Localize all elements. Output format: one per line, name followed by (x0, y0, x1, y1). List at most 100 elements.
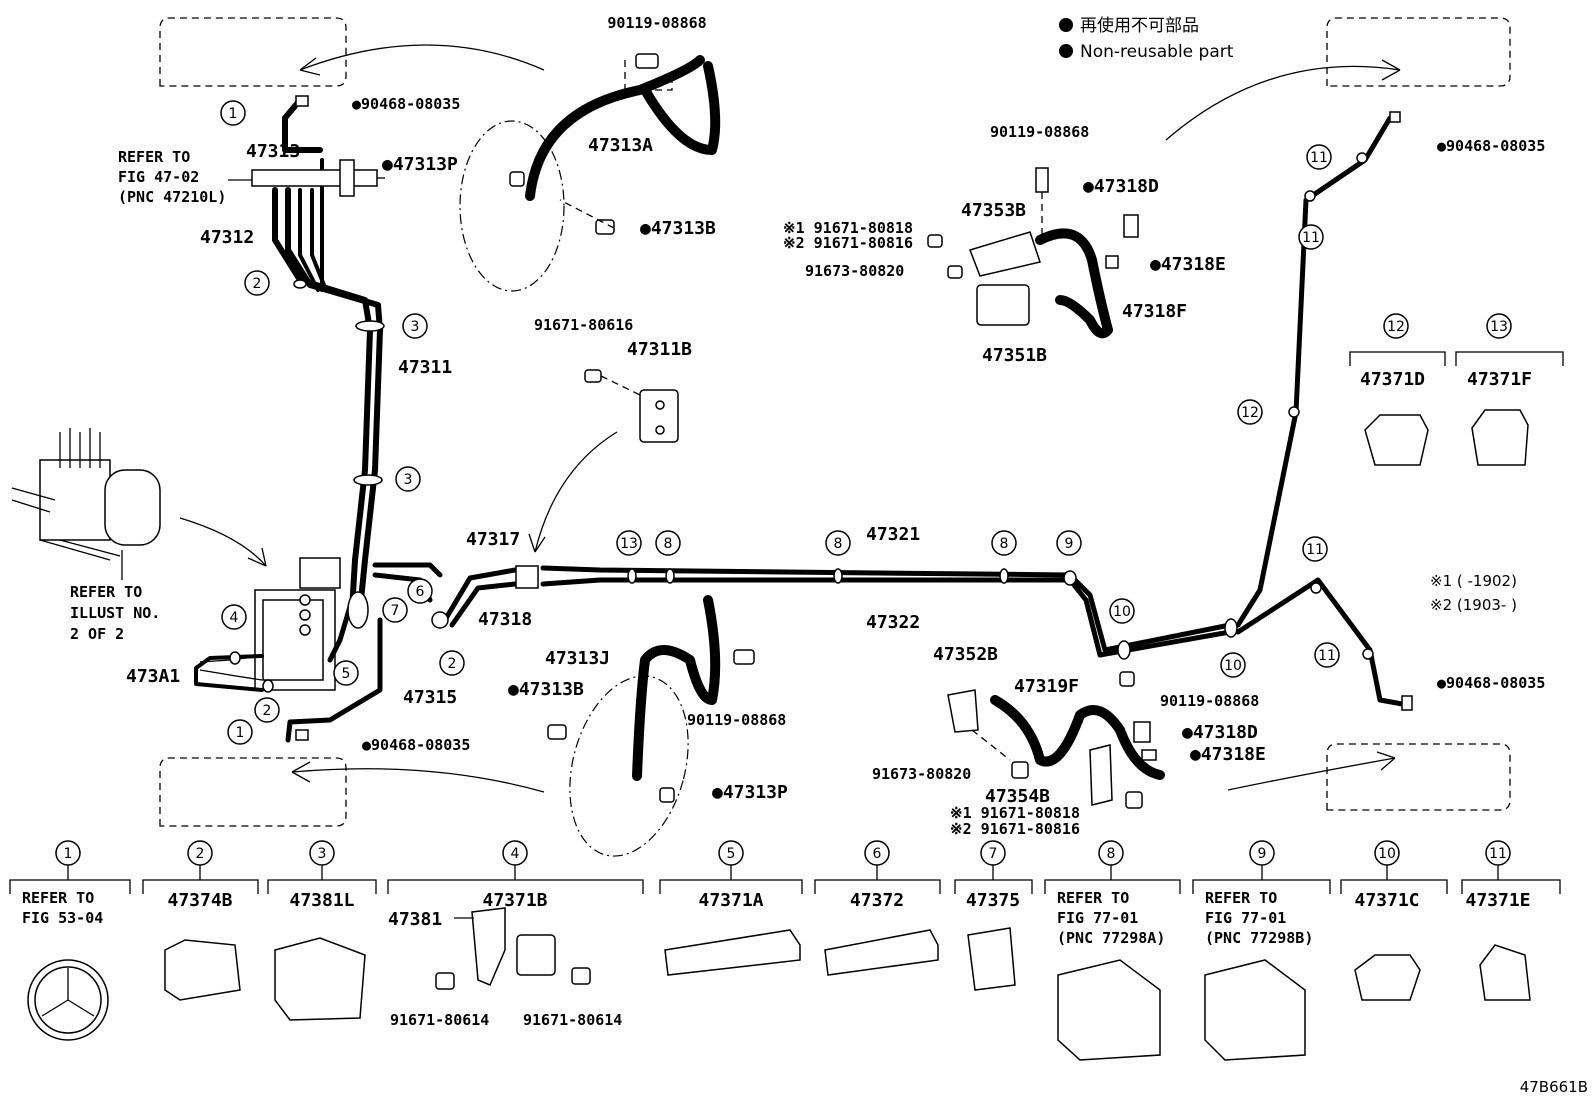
callout-number: 7 (391, 603, 400, 619)
callout-number: 9 (1065, 536, 1074, 552)
part-label: ※1 91671-80818 (783, 219, 913, 237)
part-label: ●90468-08035 (1437, 137, 1545, 155)
part-label: 47313A (588, 135, 653, 156)
callout-number: 1 (236, 725, 245, 741)
part-label: ※2 91671-80816 (783, 234, 913, 252)
part-label: 473A1 (126, 666, 180, 687)
ref-fig-47-02: REFER TO FIG 47-02 (PNC 47210L) (118, 148, 252, 206)
dashed-frames (159, 17, 1511, 857)
callout-number: 3 (404, 472, 413, 488)
callout-number: 11 (1306, 542, 1324, 558)
ref-line: REFER TO (22, 889, 94, 907)
brake-pipes (194, 95, 1413, 743)
callout-3: 3 (402, 313, 428, 339)
callout-2: 2 (439, 650, 465, 676)
callout-circle (1109, 598, 1135, 624)
callout-number: 11 (1310, 150, 1328, 166)
part-label: 47313 (246, 141, 300, 162)
part-label: 47311 (398, 357, 452, 378)
part-label: 91673-80820 (805, 262, 904, 280)
callout-13: 13 (1486, 313, 1512, 339)
callout-circle (382, 597, 408, 623)
part-label: 47317 (466, 529, 520, 550)
callout-circle (1237, 399, 1263, 425)
callout-circle (1220, 652, 1246, 678)
part-label: ●47313B (640, 218, 716, 239)
part-label: 47371C (1354, 890, 1419, 911)
callout-2: 2 (254, 697, 280, 723)
legend-en: Non-reusable part (1080, 42, 1234, 62)
callout-12: 12 (1383, 313, 1409, 339)
callout-circle (1314, 642, 1340, 668)
callout-number: 6 (416, 584, 425, 600)
group-bracket (1461, 879, 1561, 894)
ref-illust-2: REFER TO ILLUST NO. 2 OF 2 (70, 550, 160, 643)
callout-11: 11 (1306, 144, 1332, 170)
part-label-bolt: 91671-80614 (390, 1011, 489, 1029)
part-label-47381: 47381 (388, 909, 442, 930)
flow-arrows (179, 44, 1401, 793)
callout-circle (1306, 144, 1332, 170)
callout-circle (1302, 536, 1328, 562)
part-label: 90119-08868 (687, 711, 786, 729)
part-label: ●90468-08035 (1437, 674, 1545, 692)
drawing-code: 47B661B (1520, 1078, 1588, 1096)
callout-number: 3 (318, 846, 327, 862)
part-label: ●90468-08035 (362, 736, 470, 754)
part-label: 47371E (1465, 890, 1530, 911)
callout-number: 13 (620, 536, 638, 552)
part-label: ●47313P (712, 782, 788, 803)
callout-8: 8 (655, 530, 681, 556)
flex-hoses (525, 55, 1165, 781)
ref-line: (PNC 77298B) (1205, 929, 1313, 947)
part-label: ●47313P (382, 154, 458, 175)
part-label: 91671-80616 (534, 316, 633, 334)
callout-circle (1056, 530, 1082, 556)
callout-1: 1 (227, 719, 253, 745)
part-label: 47318F (1122, 301, 1187, 322)
part-label: 47313J (545, 648, 610, 669)
callout-number: 7 (989, 846, 998, 862)
part-label: ●90468-08035 (352, 95, 460, 113)
part-label: ●47318D (1182, 722, 1258, 743)
callout-11: 11 (1298, 224, 1324, 250)
abs-actuator (11, 428, 341, 691)
group-bracket (267, 879, 377, 894)
part-label: 47354B (985, 786, 1050, 807)
legend-jp: 再使用不可部品 (1080, 15, 1199, 36)
part-label: 47352B (933, 644, 998, 665)
callout-number: 13 (1490, 319, 1508, 335)
callout-9: 9 (1056, 530, 1082, 556)
part-label: ※2 91671-80816 (950, 820, 1080, 838)
callout-number: 1 (229, 106, 238, 122)
part-label: 47318 (478, 609, 532, 630)
callout-number: 4 (511, 846, 520, 862)
ref-line: REFER TO (1205, 889, 1277, 907)
callout-circle (402, 313, 428, 339)
group-bracket (387, 879, 644, 894)
callout-10: 10 (1220, 652, 1246, 678)
part-labels: 90119-08868 ●90468-08035 47313 ●47313P 47313… (126, 14, 1545, 838)
callout-number: 5 (342, 666, 351, 682)
part-label: ●47318D (1083, 176, 1159, 197)
callout-11: 11 (1314, 642, 1340, 668)
callout-circle (825, 530, 851, 556)
legend-bullet-icon (1059, 44, 1073, 58)
part-label: 90119-08868 (607, 14, 706, 32)
line-clips (229, 152, 1374, 693)
callout-2: 2 (244, 270, 270, 296)
part-label: 47374B (167, 890, 232, 911)
group-bracket (1192, 879, 1331, 894)
callout-number: 3 (411, 319, 420, 335)
ref-line: FIG 77-01 (1205, 909, 1286, 927)
callout-circle (655, 530, 681, 556)
callout-number: 10 (1113, 604, 1131, 620)
brackets (509, 53, 1157, 809)
